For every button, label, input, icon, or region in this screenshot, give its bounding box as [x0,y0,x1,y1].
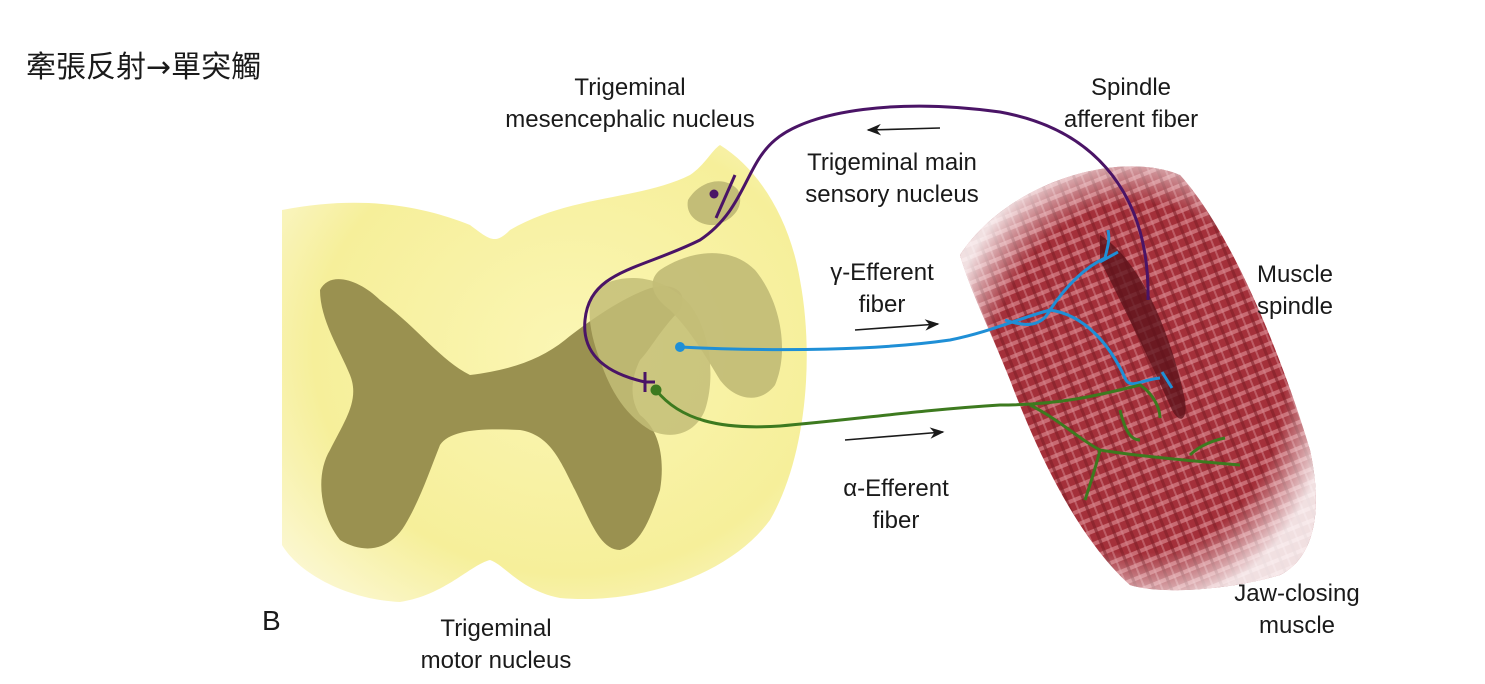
mesencephalic-branch [714,174,737,219]
diagram-title: 牽張反射→單突觸 [26,50,262,85]
panel-letter: B [262,605,281,636]
afferent-direction-arrow [866,123,941,136]
alpha-efferent-fiber [654,383,1241,501]
label-gamma-efferent-fiber: γ-Efferent fiber [830,259,934,318]
label-main-sensory-nucleus: Trigeminal main sensory nucleus [805,149,979,208]
gamma-terminal-bottom [1160,371,1174,389]
label-motor-nucleus: Trigeminal motor nucleus [420,615,572,674]
label-mesencephalic-nucleus: Trigeminal mesencephalic nucleus [505,74,755,133]
mesencephalic-cell-body [709,189,719,199]
motor-nucleus-shape [589,278,711,435]
label-spindle-afferent-fiber: Spindle afferent fiber [1063,74,1199,133]
alpha-direction-arrow [844,427,945,441]
gamma-efferent-fiber [679,229,1161,386]
gamma-direction-arrow [854,319,940,331]
label-muscle-spindle: Muscle spindle [1256,261,1334,320]
label-jaw-closing-muscle: Jaw-closing muscle [1234,580,1360,639]
alpha-motor-neuron [650,384,662,396]
afferent-synapse-terminal [643,372,655,392]
gamma-motor-neuron [675,342,685,352]
main-sensory-nucleus-shape [652,253,783,398]
jaw-closing-muscle-shape [960,166,1316,591]
spindle-afferent-fiber [583,104,1150,384]
label-alpha-efferent-fiber: α-Efferent fiber [843,475,949,534]
gray-matter [320,279,683,550]
gamma-terminal-top [1099,250,1119,264]
